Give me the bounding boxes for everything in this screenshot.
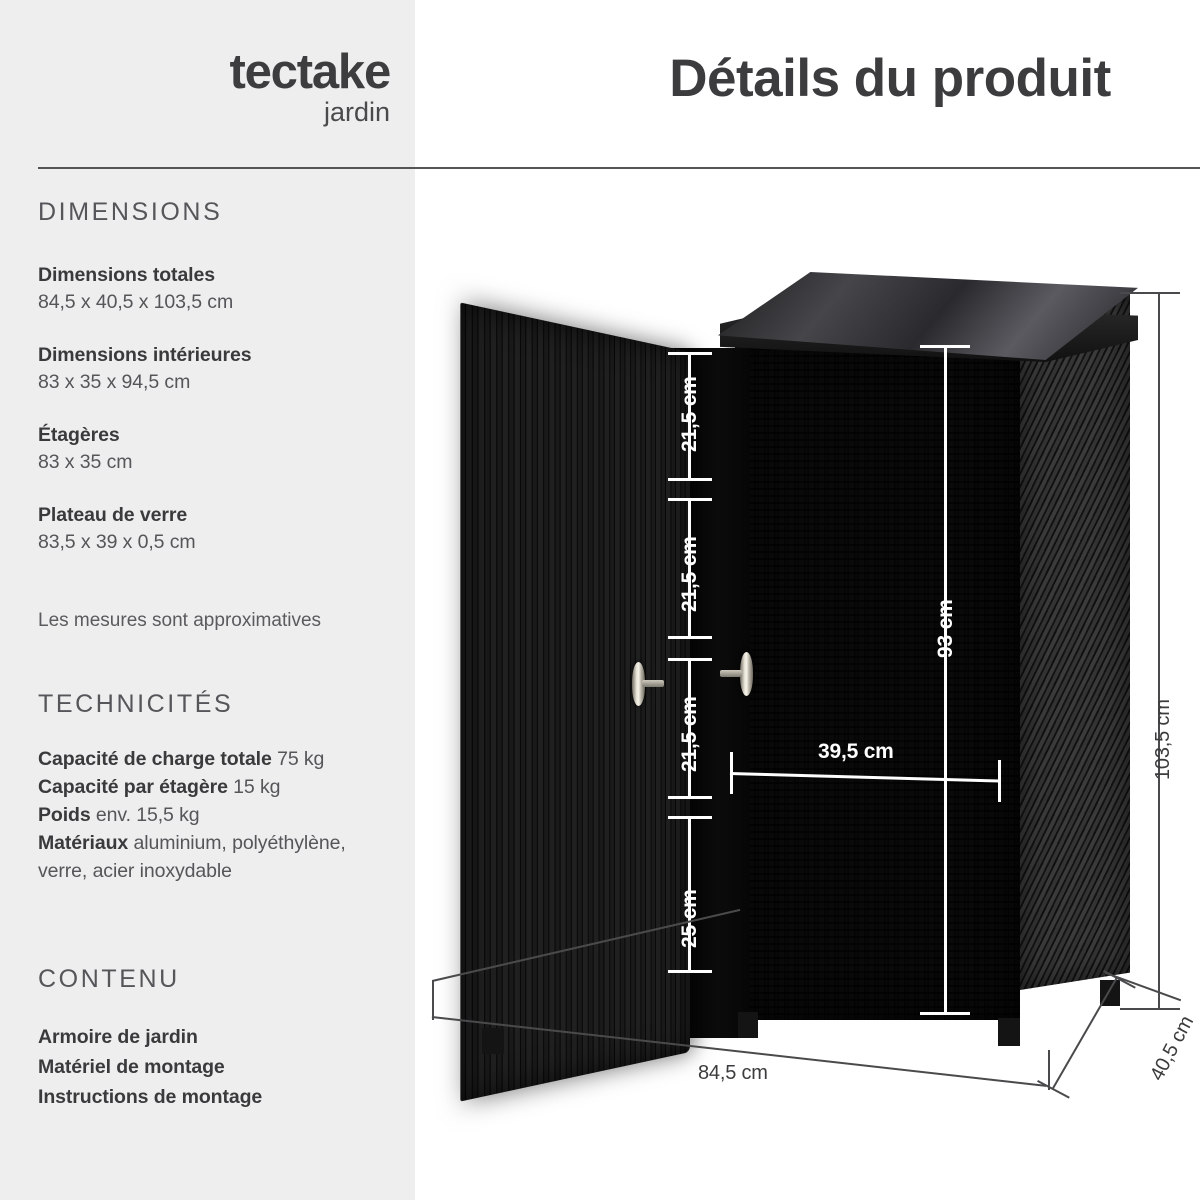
technical-value: 75 kg [277,748,325,770]
dim-line-interior-height [944,345,947,1015]
spec-value: 83 x 35 cm [38,451,133,473]
technical-item-materiaux: Matériaux aluminium, polyéthylène, verre… [38,829,398,885]
dim-label-interior-width: 39,5 cm [818,740,894,763]
spec-plateau-de-verre: Plateau de verre 83,5 x 39 x 0,5 cm [38,502,398,556]
dim-cap-bottom-seg3 [668,796,712,799]
page-title: Détails du produit [669,49,1111,108]
brand-logo: tectake jardin [90,45,392,140]
section-heading-dimensions: DIMENSIONS [38,198,223,226]
dim-cap-bottom-seg4 [668,970,712,973]
dim-line-seg1 [688,352,691,480]
dim-cap-bottom-seg1 [668,478,712,481]
dim-cap-left-overall-width [432,980,434,1020]
header-divider [38,167,1200,169]
dim-cap-top-seg1 [668,352,712,355]
technical-label: Capacité de charge totale [38,748,272,770]
spec-label: Étagères [38,424,120,446]
dim-cap-right-overall-width [1048,1050,1050,1090]
contents-list: Armoire de jardin Matériel de montage In… [38,1022,398,1112]
door-knob-right-stem [720,670,742,677]
spec-label: Dimensions totales [38,264,215,286]
dim-cap-left-interior-width [730,752,733,794]
spec-etageres: Étagères 83 x 35 cm [38,422,398,476]
spec-dimensions-totales: Dimensions totales 84,5 x 40,5 x 103,5 c… [38,262,398,316]
door-knob-left-stem [642,680,664,687]
cabinet-side-panel [1020,292,1130,990]
technical-label: Poids [38,804,91,826]
measures-approximate-note: Les mesures sont approximatives [38,610,322,631]
dim-line-overall-height [1158,292,1160,1010]
spec-value: 83,5 x 39 x 0,5 cm [38,531,196,553]
technical-item-poids: Poids env. 15,5 kg [38,801,398,829]
dim-cap-bottom-interior-height [920,1012,970,1015]
dim-cap-top-seg3 [668,658,712,661]
brand-tagline: jardin [323,97,390,127]
dim-cap-top-seg2 [668,498,712,501]
dim-cap-lower-overall-depth [1037,1080,1070,1099]
content-item: Matériel de montage [38,1056,225,1078]
technical-item-capacite-etagere: Capacité par étagère 15 kg [38,773,398,801]
section-heading-technicites: TECHNICITÉS [38,690,234,718]
dim-label-segment-2: 21,5 cm [678,536,701,612]
technical-label: Capacité par étagère [38,776,228,798]
technical-value: 15 kg [233,776,281,798]
cabinet-open-left-door [460,302,690,1102]
dim-line-seg2 [688,498,691,638]
spec-value: 83 x 35 x 94,5 cm [38,371,191,393]
cabinet-foot [482,1028,504,1054]
dim-label-overall-depth: 40,5 cm [1146,1012,1199,1085]
dim-cap-top-seg4 [668,816,712,819]
dim-cap-bottom-seg2 [668,636,712,639]
product-diagram: 21,5 cm 21,5 cm 21,5 cm 25 cm 93 cm 39,5… [420,180,1200,1200]
left-spec-panel [0,0,415,1200]
cabinet-front-panel [735,340,1020,1020]
spec-label: Plateau de verre [38,504,188,526]
door-knob-right [740,652,753,696]
dim-label-overall-height: 103,5 cm [1152,699,1174,780]
spec-label: Dimensions intérieures [38,344,252,366]
dim-cap-top-interior-height [920,345,970,348]
dim-label-segment-1: 21,5 cm [678,376,701,452]
content-item: Instructions de montage [38,1086,263,1108]
content-item: Armoire de jardin [38,1026,198,1048]
dim-line-overall-depth [1052,977,1118,1089]
brand-name: tectake [229,45,392,99]
dim-label-interior-height: 93 cm [934,599,957,658]
dim-label-overall-width: 84,5 cm [698,1062,768,1084]
technical-label: Matériaux [38,832,129,854]
cabinet-foot [998,1018,1020,1046]
section-heading-contenu: CONTENU [38,965,180,993]
dim-label-segment-3: 21,5 cm [678,696,701,772]
dim-line-seg3 [688,658,691,798]
door-knob-left [632,662,645,706]
dim-line-seg4 [688,816,691,972]
dim-cap-top-overall-height [1120,292,1180,294]
dim-cap-right-interior-width [998,760,1001,802]
technical-value: aluminium, polyéthylène, verre, acier in… [38,832,346,882]
cabinet-foot [738,1012,758,1038]
technical-list: Capacité de charge totale 75 kg Capacité… [38,745,398,885]
dim-cap-bottom-overall-height [1120,1008,1180,1010]
spec-value: 84,5 x 40,5 x 103,5 cm [38,291,234,313]
technical-value: env. 15,5 kg [95,804,200,826]
technical-item-capacite-totale: Capacité de charge totale 75 kg [38,745,398,773]
spec-dimensions-interieures: Dimensions intérieures 83 x 35 x 94,5 cm [38,342,398,396]
